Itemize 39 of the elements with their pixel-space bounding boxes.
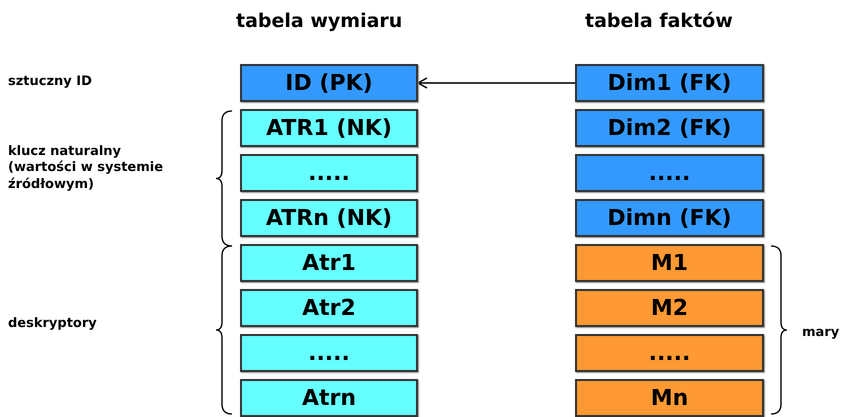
row-label: ATRn (NK) [266, 206, 392, 230]
row-label: Dim1 (FK) [608, 70, 732, 96]
column-heading: tabela wymiaru [236, 10, 404, 34]
row-label: ..... [648, 160, 690, 186]
row-label: ..... [308, 160, 350, 186]
row-label: Dim2 (FK) [608, 116, 732, 140]
table-row-box [240, 199, 418, 237]
table-row-box [240, 154, 418, 192]
side-label: klucz naturalny (wartości w systemie źródłowym) [8, 144, 164, 193]
table-row-box [240, 289, 418, 327]
row-label: Mn [650, 386, 688, 410]
row-label: ID (PK) [285, 70, 373, 96]
table-row-box [240, 64, 418, 102]
table-row-box [575, 154, 764, 192]
table-row-box [240, 109, 418, 147]
table-row-box [575, 289, 764, 327]
row-label: Atr1 [302, 250, 356, 276]
table-row-box [240, 334, 418, 372]
arrow [417, 77, 575, 89]
row-label: Atr2 [302, 296, 356, 320]
side-label: deskryptory [8, 316, 98, 332]
row-label: ..... [308, 340, 350, 366]
row-label: ..... [648, 340, 690, 366]
row-label: M1 [650, 250, 688, 276]
side-label: mary [802, 325, 840, 342]
table-row-box [575, 379, 764, 417]
side-label: sztuczny ID [8, 74, 93, 90]
table-row-box [240, 379, 418, 417]
table-row-box [575, 64, 764, 102]
row-label: M2 [650, 296, 688, 320]
row-label: Atrn [302, 386, 356, 410]
row-label: ATR1 (NK) [266, 116, 392, 140]
column-heading: tabela faktów [585, 10, 734, 34]
table-row-box [575, 334, 764, 372]
table-row-box [240, 244, 418, 282]
table-row-box [575, 244, 764, 282]
table-row-box [575, 109, 764, 147]
row-label: Dimn (FK) [607, 206, 732, 230]
table-row-box [575, 199, 764, 237]
